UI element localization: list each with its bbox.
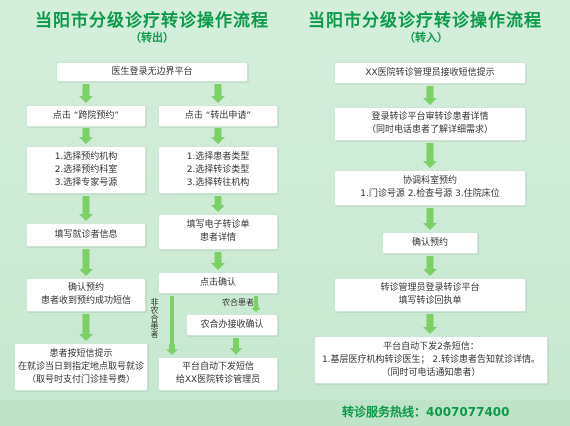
flow-arrow-8 [211, 196, 225, 212]
booking-sms-text: 患者收到预约成功短信 [40, 296, 131, 306]
flow-arrow-5 [79, 249, 93, 276]
registration-fee-text: （取号时支付门诊挂号费） [26, 374, 135, 385]
confirm-booking-text: 确认预约 [67, 283, 104, 293]
click-confirm-box: 点击确认 [158, 272, 278, 294]
two-sms-title-text: 平台自动下发2条短信： [383, 341, 479, 352]
flow-arrow-6 [79, 314, 93, 341]
select-referral-type-text: 2.选择转诊类型 [186, 164, 250, 175]
select-patient-type-text: 1.选择患者类型 [186, 151, 250, 162]
patient-details-text: 患者详情 [199, 233, 236, 243]
click-confirm-text: 点击确认 [199, 277, 236, 288]
referral-apply-text: 点击 “转出申请” [184, 110, 252, 121]
patient-instructions-box: 患者按短信提示 在就诊当日到指定地点取号就诊 （取号时支付门诊挂号费） [14, 343, 148, 391]
flow-arrow-9 [211, 252, 225, 270]
non-coop-patient-label: 非农合患者 [150, 298, 159, 338]
two-sms-box: 平台自动下发2条短信： 1.基层医疗机构转诊医生； 2.转诊患者告知就诊详情。 … [314, 336, 548, 384]
patient-info-box: 填写就诊者信息 [26, 223, 146, 247]
select-target-institution-text: 3.选择转往机构 [186, 177, 250, 188]
coop-office-confirm-text: 农合办接收确认 [200, 319, 264, 330]
flow-arrow-16 [423, 143, 437, 168]
receive-sms-text: XX医院转诊管理员接收短信提示 [365, 67, 495, 78]
footer-band [0, 400, 570, 426]
receive-sms-box: XX医院转诊管理员接收短信提示 [334, 62, 526, 84]
visit-day-text: 在就诊当日到指定地点取号就诊 [17, 361, 144, 372]
auto-sms-box: 平台自动下发短信 给XX医院转诊管理员 [158, 357, 278, 391]
left-title: 当阳市分级诊疗转诊操作流程 [35, 11, 269, 31]
sms-prompt-text: 患者按短信提示 [49, 348, 113, 359]
flow-arrow-1 [79, 84, 93, 103]
login-platform-box: 医生登录无边界平台 [56, 62, 248, 82]
review-patient-text: 登录转诊平台审转诊患者详情 [371, 112, 489, 122]
booking-selection-box: 1.选择预约机构 2.选择预约科室 3.选择专家号源 [26, 146, 146, 194]
login-platform-text: 医生登录无边界平台 [111, 66, 193, 77]
confirm-appointment-text: 确认预约 [411, 237, 448, 248]
referral-form-text: 填写电子转诊单 [186, 220, 250, 230]
patient-info-text: 填写就诊者信息 [54, 229, 118, 240]
two-sms-recipients-text: 1.基层医疗机构转诊医生； 2.转诊患者告知就诊详情。 [321, 354, 541, 365]
flow-arrow-3 [79, 128, 93, 144]
resource-types-text: 1.门诊号源 2.检查号源 3.住院床位 [360, 189, 500, 199]
coop-patient-label: 农合患者 [222, 298, 254, 307]
flow-arrow-14 [230, 338, 242, 355]
fill-receipt-text: 填写转诊回执单 [398, 296, 462, 306]
fill-receipt-box: 转诊管理员登录转诊平台 填写转诊回执单 [334, 278, 526, 312]
review-patient-box: 登录转诊平台审转诊患者详情 （同时电话患者了解详细需求） [334, 107, 526, 141]
confirm-booking-box: 确认预约 患者收到预约成功短信 [26, 278, 146, 312]
right-subtitle: （转入） [404, 31, 448, 44]
flow-arrow-17 [423, 208, 437, 230]
service-hotline: 转诊服务热线：4007077400 [342, 405, 510, 419]
flow-arrow-11 [166, 344, 178, 355]
referral-apply-box: 点击 “转出申请” [158, 105, 278, 127]
coop-office-confirm-box: 农合办接收确认 [186, 314, 278, 336]
flow-arrow-13 [251, 304, 261, 312]
notify-admin-text: 给XX医院转诊管理员 [175, 375, 261, 385]
flow-arrow-2 [211, 84, 225, 103]
admin-login-text: 转诊管理员登录转诊平台 [380, 283, 480, 293]
coordinate-department-box: 协调科室预约 1.门诊号源 2.检查号源 3.住院床位 [334, 170, 526, 206]
confirm-appointment-box: 确认预约 [382, 232, 478, 254]
flow-arrow-15 [423, 86, 437, 105]
auto-sms-text: 平台自动下发短信 [181, 362, 254, 372]
left-subtitle: （转出） [130, 31, 174, 44]
select-institution-text: 1.选择预约机构 [54, 151, 118, 162]
flow-arrow-18 [423, 256, 437, 276]
right-title: 当阳市分级诊疗转诊操作流程 [308, 11, 542, 31]
referral-form-box: 填写电子转诊单 患者详情 [158, 214, 278, 250]
flow-arrow-4 [79, 196, 93, 221]
select-expert-text: 3.选择专家号源 [54, 177, 118, 188]
select-department-text: 2.选择预约科室 [54, 164, 118, 175]
coordinate-department-text: 协调科室预约 [402, 176, 457, 186]
cross-hospital-booking-text: 点击 “跨院预约” [52, 110, 120, 121]
cross-hospital-booking-box: 点击 “跨院预约” [26, 105, 146, 127]
phone-patient-text: （同时电话患者了解详细需求） [366, 125, 493, 135]
flow-arrow-19 [423, 314, 437, 334]
phone-notify-text: （同时可电话通知患者） [381, 367, 481, 378]
flow-arrow-7 [211, 128, 225, 144]
referral-selection-box: 1.选择患者类型 2.选择转诊类型 3.选择转往机构 [158, 146, 278, 194]
